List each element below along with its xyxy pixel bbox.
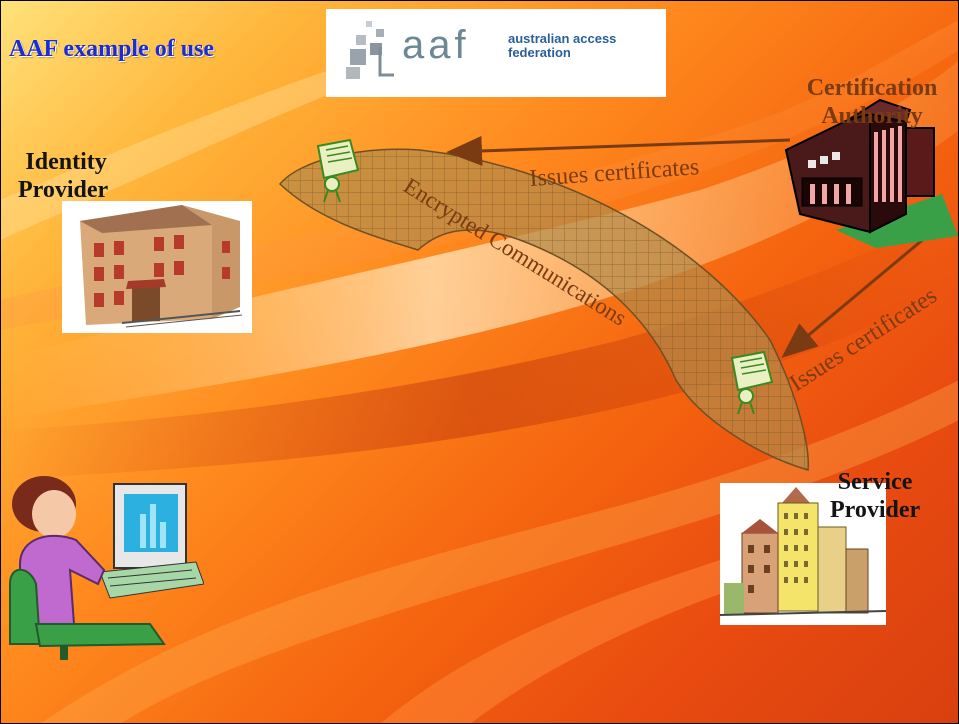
bank-building-icon: [784, 98, 958, 248]
service-provider-line2: Provider: [830, 497, 921, 523]
arrow-ca-to-sp: [781, 230, 933, 358]
service-provider-line1: Service: [837, 469, 913, 495]
certification-authority-line2: Authority: [821, 103, 923, 129]
aaf-logo: aaf australian access federation: [326, 9, 666, 97]
city-buildings-icon: [719, 487, 887, 616]
user-at-computer-icon: [9, 476, 204, 660]
logo-name-line2: federation: [508, 45, 571, 60]
identity-provider-image: [62, 201, 252, 333]
identity-provider-label: Identity Provider: [18, 148, 108, 204]
logo-letters: aaf: [402, 23, 470, 67]
certificate-icon: [316, 138, 360, 203]
arrow-ca-to-idp: [446, 135, 791, 166]
identity-provider-line1: Identity: [25, 149, 107, 175]
certificate-icon: [730, 350, 774, 415]
logo-org-name: australian access federation: [508, 32, 658, 60]
identity-provider-line2: Provider: [18, 177, 109, 203]
service-provider-image: [719, 483, 887, 625]
university-building-icon: [80, 205, 243, 328]
service-provider-label: Service Provider: [830, 468, 920, 524]
aaf-logo-icon: [346, 21, 394, 79]
slide-title: AAF example of use: [9, 36, 215, 62]
certification-authority-line1: Certification: [806, 75, 938, 101]
certification-authority-label: Certification Authority: [786, 74, 958, 130]
logo-name-line1: australian access: [508, 31, 617, 46]
